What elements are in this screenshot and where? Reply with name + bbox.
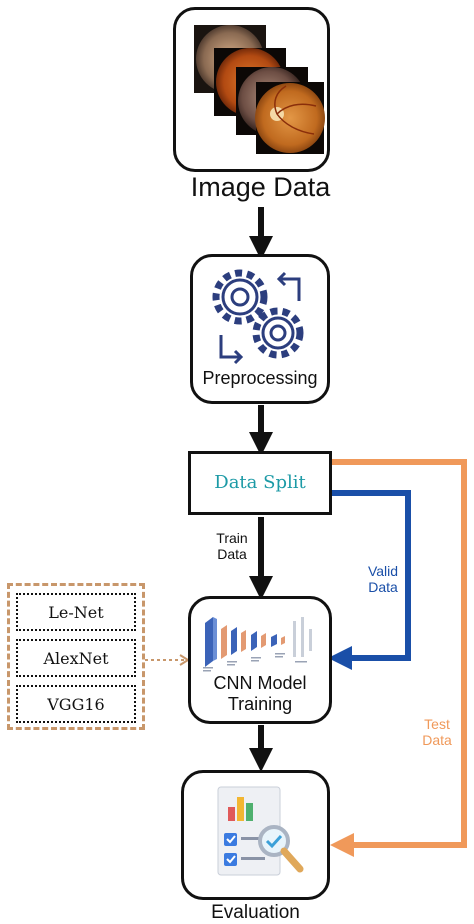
- fundus-image-stack: [194, 25, 325, 154]
- image-data-node: [173, 7, 330, 172]
- train-data-line2: Data: [217, 546, 247, 562]
- preprocessing-node: Preprocessing: [190, 254, 330, 404]
- image-data-label: Image Data: [190, 172, 331, 202]
- models-panel: Le-Net AlexNet VGG16: [7, 583, 145, 730]
- valid-data-line1: Valid: [367, 563, 399, 579]
- evaluation-node: [181, 770, 330, 900]
- model-vgg16-label: VGG16: [47, 695, 105, 714]
- model-lenet-label: Le-Net: [48, 603, 104, 622]
- data-split-node: Data Split: [188, 451, 332, 515]
- cnn-training-node: CNN Model Training: [188, 596, 332, 724]
- preprocessing-label: Preprocessing: [202, 368, 318, 388]
- valid-data-line2: Data: [368, 579, 398, 595]
- model-lenet: Le-Net: [16, 593, 136, 631]
- gears-icon: [212, 269, 304, 365]
- arrow-valid-data: [328, 490, 411, 670]
- cnn-training-label: CNN Model Training: [191, 673, 329, 715]
- train-data-line1: Train: [216, 530, 248, 546]
- valid-data-label: Valid Data: [358, 563, 408, 595]
- model-alexnet-label: AlexNet: [43, 649, 109, 668]
- test-data-line2: Data: [422, 732, 452, 748]
- model-vgg16: VGG16: [16, 685, 136, 723]
- cnn-training-line2: Training: [227, 694, 293, 714]
- cnn-architecture-icon: [203, 617, 312, 672]
- model-alexnet: AlexNet: [16, 639, 136, 677]
- report-magnifier-icon: [217, 786, 304, 876]
- test-data-label: Test Data: [413, 716, 461, 748]
- arrow-test-data: [330, 459, 467, 857]
- evaluation-label: Evaluation: [211, 902, 300, 923]
- test-data-line1: Test: [424, 716, 450, 732]
- cnn-training-line1: CNN Model: [213, 673, 307, 693]
- data-split-label: Data Split: [214, 472, 306, 493]
- train-data-label: Train Data: [208, 530, 256, 562]
